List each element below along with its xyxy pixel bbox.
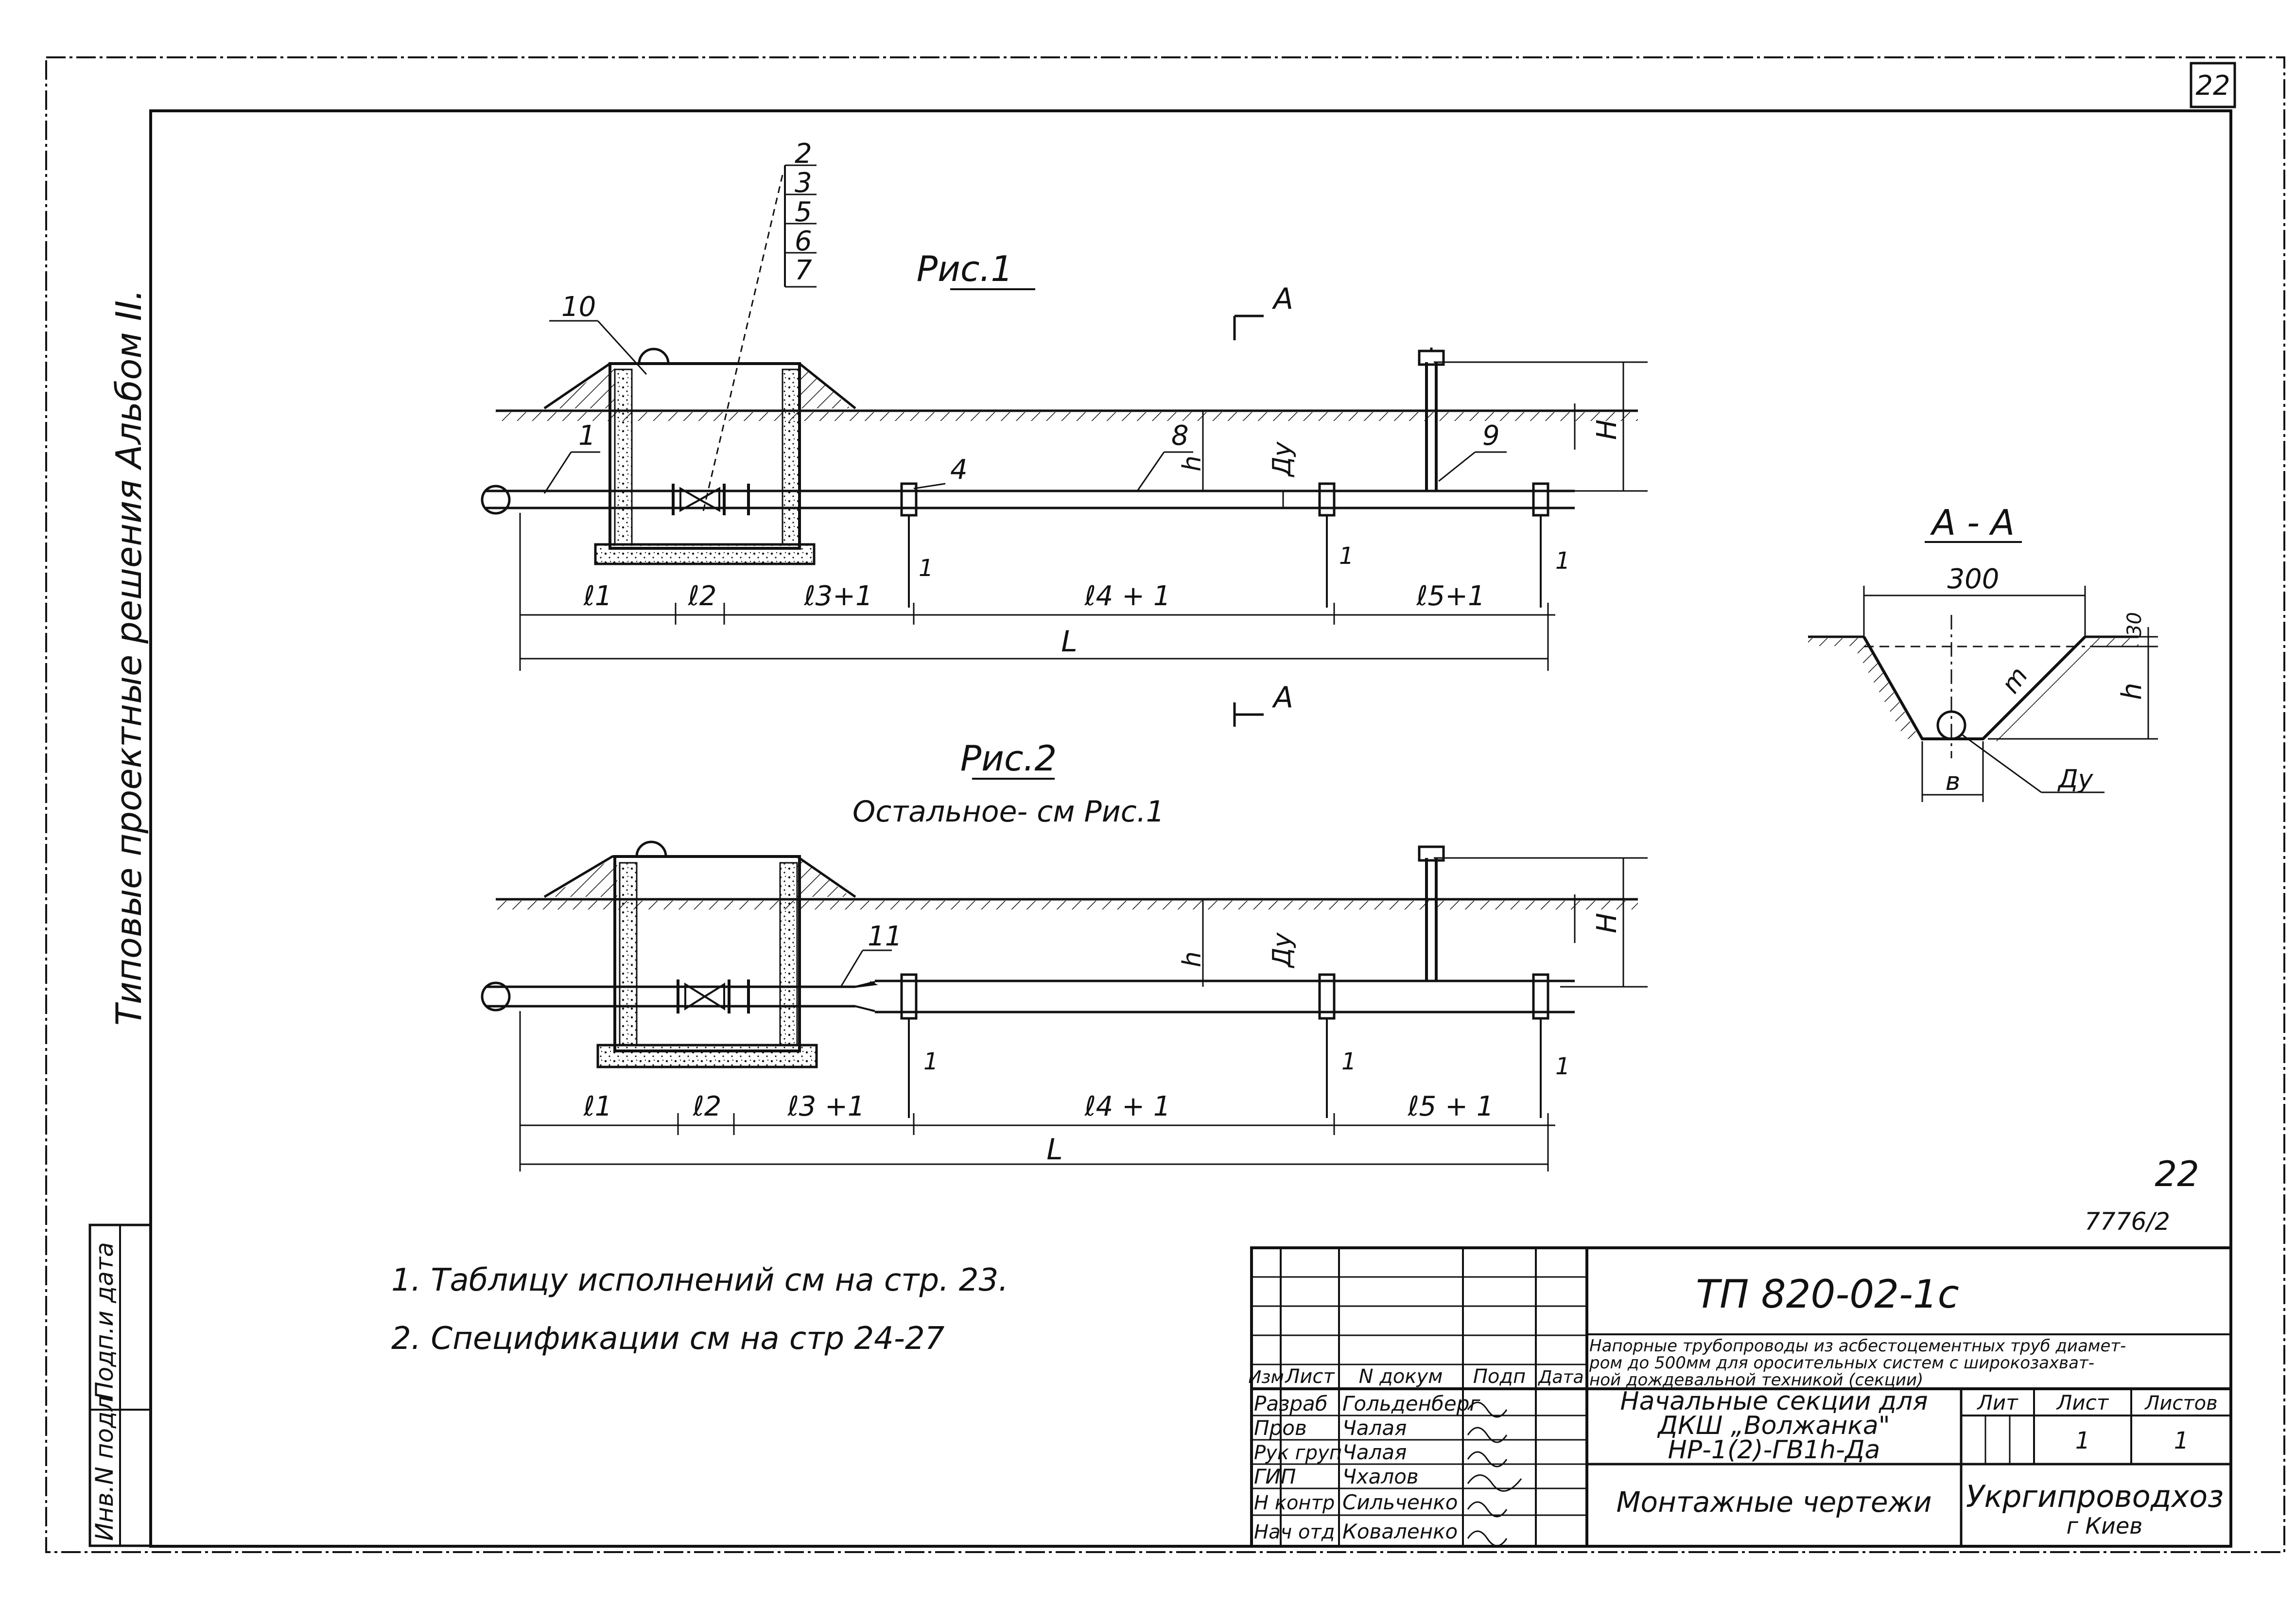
figure-1: Рис.1 2 3 5 6 7 10 <box>481 138 1648 727</box>
page-number: 22 <box>2195 70 2230 102</box>
svg-text:1: 1 <box>919 555 934 582</box>
svg-text:1: 1 <box>2174 1427 2189 1454</box>
svg-text:Изм: Изм <box>1248 1367 1284 1387</box>
svg-text:Гольденберг: Гольденберг <box>1342 1392 1480 1416</box>
archive-number: 7776/2 <box>2085 1207 2170 1236</box>
svg-text:1: 1 <box>923 1048 939 1075</box>
svg-text:1: 1 <box>1555 547 1570 575</box>
fig1-label-10: 10 <box>561 291 596 323</box>
figure-2: Рис.2 Остальное- см Рис.1 <box>481 738 1648 1171</box>
svg-text:А: А <box>1271 681 1293 715</box>
organization: Укргипроводхоз <box>1966 1479 2224 1514</box>
svg-text:Ду: Ду <box>2057 765 2094 794</box>
title-block: Изм Лист N докум Подп Дата Разраб Гольде… <box>1248 1246 2232 1548</box>
svg-text:6: 6 <box>795 226 812 257</box>
svg-text:2: 2 <box>795 138 812 170</box>
svg-text:ℓ4 + 1: ℓ4 + 1 <box>1084 580 1171 612</box>
svg-text:N докум: N докум <box>1359 1365 1443 1388</box>
svg-text:ℓ1: ℓ1 <box>583 580 612 612</box>
svg-text:в: в <box>1946 767 1961 796</box>
callout-stack: 2 3 5 6 7 <box>701 138 817 516</box>
svg-text:ℓ4 + 1: ℓ4 + 1 <box>1084 1091 1171 1122</box>
stamp-code: ТП 820-02-1с <box>1696 1272 1959 1317</box>
fig1-H: H <box>1591 419 1623 440</box>
svg-text:h: h <box>1178 951 1207 967</box>
svg-text:h: h <box>2116 683 2148 700</box>
svg-text:Подп.и дата: Подп.и дата <box>90 1242 119 1400</box>
fig1-label-8: 8 <box>1171 420 1189 452</box>
svg-text:Лист: Лист <box>2056 1391 2109 1415</box>
svg-text:Чалая: Чалая <box>1342 1440 1407 1464</box>
svg-text:Инв.N подл: Инв.N подл <box>90 1396 119 1541</box>
svg-text:Сильченко: Сильченко <box>1342 1490 1458 1514</box>
svg-text:ℓ5+1: ℓ5+1 <box>1416 580 1485 612</box>
svg-text:ной дождевальной техникой (се: ной дождевальной техникой (секции) <box>1589 1370 1923 1390</box>
svg-text:Лит: Лит <box>1976 1391 2018 1415</box>
svg-text:Рук груп: Рук груп <box>1254 1442 1342 1464</box>
left-stamp: Инв.N подл Подп.и дата <box>88 1223 152 1547</box>
svg-text:Ду: Ду <box>1268 932 1297 968</box>
svg-text:Листов: Листов <box>2144 1392 2217 1415</box>
svg-text:ГИП: ГИП <box>1254 1465 1296 1488</box>
svg-text:Пров: Пров <box>1254 1416 1307 1440</box>
svg-text:5: 5 <box>795 196 812 228</box>
ref-number: 22 <box>2155 1154 2199 1194</box>
svg-text:7: 7 <box>795 255 812 286</box>
svg-text:H: H <box>1591 913 1623 933</box>
drawing-type: Монтажные чертежи <box>1616 1486 1931 1519</box>
svg-text:ДКШ „Волжанка": ДКШ „Волжанка" <box>1657 1411 1890 1440</box>
svg-text:Подп: Подп <box>1473 1365 1526 1388</box>
section-title: А - А <box>1930 502 2015 543</box>
svg-text:1: 1 <box>2075 1427 2090 1454</box>
svg-text:ℓ5 + 1: ℓ5 + 1 <box>1408 1091 1494 1122</box>
svg-text:Коваленко: Коваленко <box>1342 1520 1458 1543</box>
fig1-title: Рис.1 <box>917 248 1013 289</box>
inner-frame <box>149 109 2232 1548</box>
fig1-label-9: 9 <box>1482 420 1500 452</box>
svg-text:ℓ2: ℓ2 <box>693 1091 722 1122</box>
section-a-a: А - А 300 30 h m в Ду <box>1808 502 2158 802</box>
svg-text:ℓ3+1: ℓ3+1 <box>803 580 872 612</box>
svg-text:ром до 500мм для оросительных: ром до 500мм для оросительных систем с ш… <box>1589 1353 2094 1373</box>
svg-text:ℓ1: ℓ1 <box>583 1091 612 1122</box>
note-2: 2. Спецификации см на стр 24-27 <box>391 1321 945 1357</box>
svg-text:1: 1 <box>1339 542 1354 570</box>
note-1: 1. Таблицу исполнений см на стр. 23. <box>391 1262 1009 1298</box>
fig1-h: h <box>1178 455 1207 472</box>
svg-text:Напорные трубопроводы из асбес: Напорные трубопроводы из асбестоцементны… <box>1589 1336 2126 1356</box>
city: г Киев <box>2067 1513 2143 1539</box>
svg-text:1: 1 <box>1555 1053 1570 1080</box>
fig1-label-1: 1 <box>578 420 596 452</box>
album-caption: Типовые проектные решения Альбом II. <box>108 289 149 1026</box>
svg-text:Дата: Дата <box>1537 1367 1583 1387</box>
fig1-dy: Ду <box>1268 441 1297 477</box>
svg-text:3: 3 <box>795 167 812 199</box>
svg-text:ℓ3 +1: ℓ3 +1 <box>787 1091 865 1122</box>
svg-text:Чалая: Чалая <box>1342 1416 1407 1440</box>
svg-text:Чхалов: Чхалов <box>1342 1465 1419 1488</box>
svg-text:А: А <box>1271 282 1293 316</box>
outer-frame <box>45 56 2285 1553</box>
svg-text:Лист: Лист <box>1284 1365 1335 1388</box>
svg-text:30: 30 <box>2123 612 2146 637</box>
svg-text:НР-1(2)-ГВ1h-Дa: НР-1(2)-ГВ1h-Дa <box>1668 1435 1880 1465</box>
page-number-box <box>2190 62 2236 108</box>
svg-text:Нач отд: Нач отд <box>1254 1521 1335 1543</box>
fig1-label-4: 4 <box>950 454 968 486</box>
svg-text:1: 1 <box>1341 1048 1357 1075</box>
fig2-subtitle: Остальное- см Рис.1 <box>852 795 1165 829</box>
fig2-title: Рис.2 <box>960 738 1057 779</box>
svg-text:Начальные секции для: Начальные секции для <box>1620 1387 1928 1416</box>
svg-text:Н контр: Н контр <box>1254 1492 1335 1514</box>
svg-text:Разраб: Разраб <box>1254 1392 1328 1416</box>
fig1-total-L: L <box>1061 625 1077 659</box>
svg-text:ℓ2: ℓ2 <box>688 580 717 612</box>
fig2-label-11: 11 <box>868 921 902 952</box>
svg-text:300: 300 <box>1948 563 2000 595</box>
svg-text:L: L <box>1046 1133 1062 1167</box>
